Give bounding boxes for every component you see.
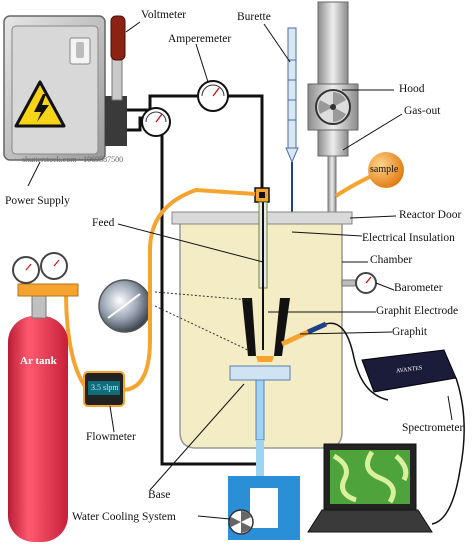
base-plate [229,365,291,441]
graphit-rod-holder [306,321,328,335]
label-spectrometer: Spectrometer [402,422,464,434]
gas-hose [64,187,256,392]
label-sample: sample [370,164,399,175]
label-barometer: Barometer [394,282,443,294]
voltmeter-gauge [141,107,171,137]
label-ar-tank: Ar tank [20,355,57,367]
ar-tank [8,252,79,542]
laptop-icon [307,443,433,533]
label-graphit-electrode: Graphit Electrode [376,305,459,317]
sample-flask [368,152,404,188]
power-lever [105,15,127,146]
amperemeter-gauge [197,80,229,112]
label-flowmeter: Flowmeter [86,431,136,443]
label-electrical-insulation: Electrical Insulation [362,232,455,244]
label-feed: Feed [92,217,115,229]
label-graphit: Graphit [392,326,428,338]
hood [307,1,359,213]
usb-cable [431,377,465,525]
upper-electrode [254,187,270,350]
power-supply: shutterstock.com · 1069587500 [3,15,123,164]
label-voltmeter: Voltmeter [141,9,187,21]
reactor-chamber [171,211,377,449]
watermark-text: shutterstock.com · 1069587500 [22,155,123,164]
label-burette: Burette [237,11,271,23]
gauge-icon [355,272,377,294]
flowmeter-device [83,371,125,407]
label-chamber: Chamber [370,254,413,266]
label-amperemeter: Amperemeter [168,33,232,45]
zoom-lines [154,291,251,351]
fan-icon [228,509,254,535]
label-water-cooling-system: Water Cooling System [72,511,176,523]
label-hood: Hood [399,83,425,95]
fan-icon [315,89,351,125]
callout-lines [27,21,453,520]
label-gas-out: Gas-out [404,105,441,117]
water-cooling-system [228,440,300,540]
label-power-supply: Power Supply [5,195,70,207]
label-base: Base [148,489,171,501]
optical-fiber [325,322,389,401]
lightning-warning-icon [14,80,66,128]
spectrometer-device [361,349,457,393]
flowmeter-display: 3.5 slpm [91,383,119,392]
label-reactor-door: Reactor Door [399,209,462,221]
